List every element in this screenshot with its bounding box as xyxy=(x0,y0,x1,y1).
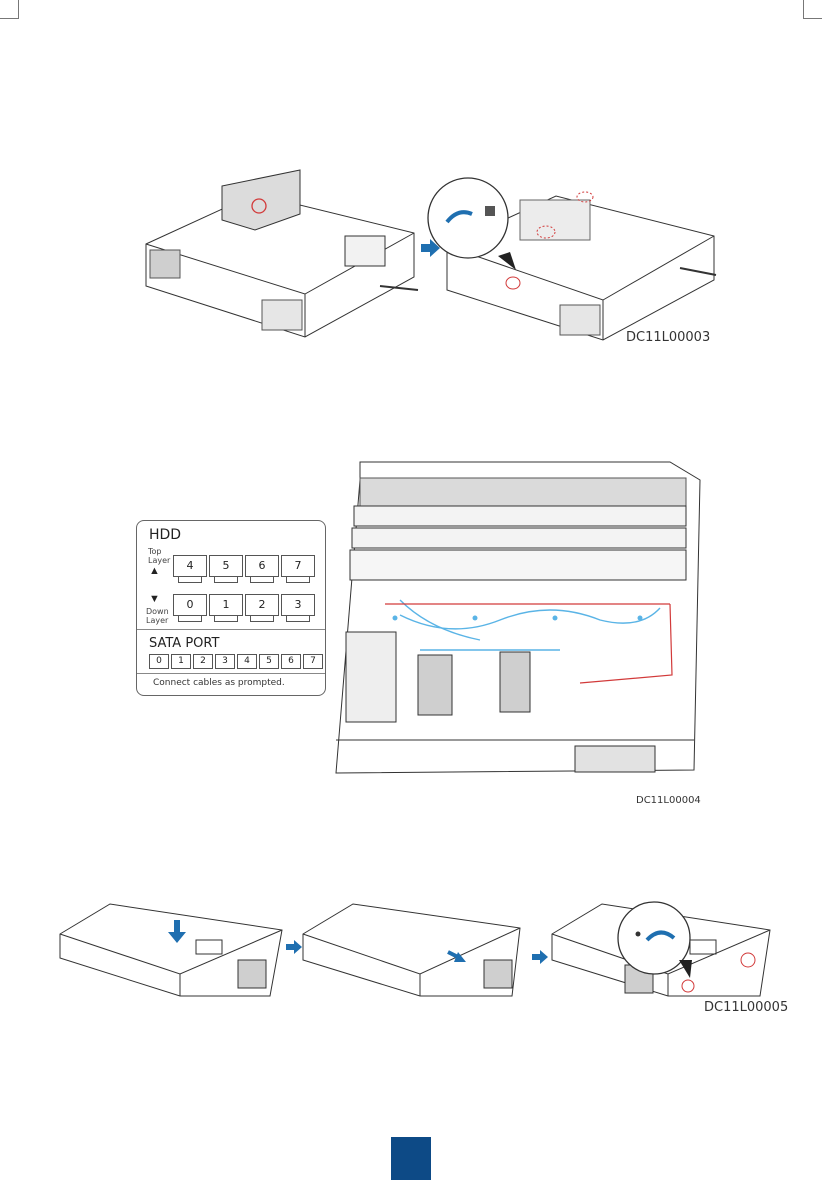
figure-3-code: DC11L00005 xyxy=(704,1000,788,1015)
page-number-block xyxy=(391,1137,431,1180)
